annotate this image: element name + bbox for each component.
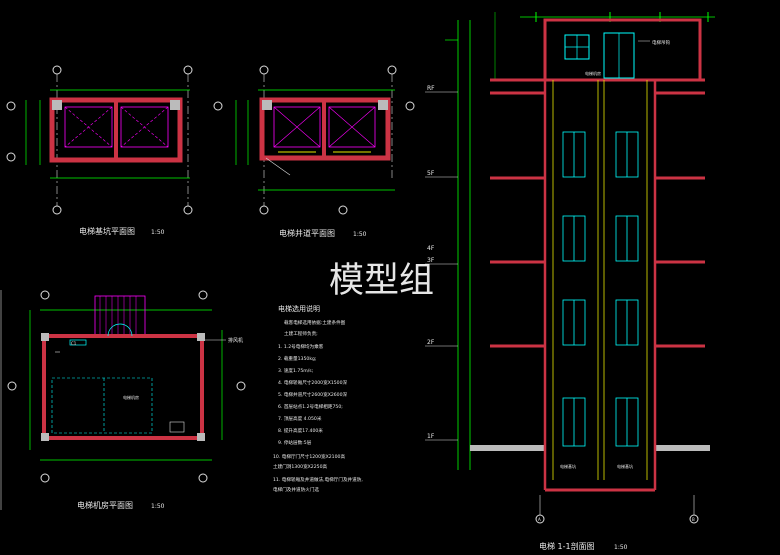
floor-label: 2F [427, 339, 435, 346]
grid-bubble [52, 205, 62, 215]
floor-label: 3F [427, 257, 435, 264]
note-line: 10. 电梯厅门尺寸1200宽X2100高 [273, 453, 345, 460]
machine-room-label: 电梯机房 [123, 394, 139, 400]
note-line: 8. 提升高度17.400米 [278, 427, 323, 434]
pit-plan-scale: 1:50 [151, 229, 165, 236]
machine-room-plan-scale: 1:50 [151, 503, 165, 510]
grid-axis-label: B [692, 517, 695, 522]
floor-label: 1F [427, 433, 435, 440]
floor-label: 5F [427, 170, 435, 177]
note-line: 5. 电梯井道尺寸2600宽X2600深 [278, 391, 348, 398]
grid-bubble [6, 152, 16, 162]
pit-plan: 电梯基坑平面图 1:50 [6, 65, 193, 236]
shaft-plan-title: 电梯井道平面图 [279, 228, 335, 238]
machine-room-plan-title: 电梯机房平面图 [77, 500, 133, 510]
note-line: 1. 1.2号电梯均为乘客 [278, 343, 324, 350]
note-line: 电梯门及井道防火门选 [273, 486, 319, 493]
section-roof-label: 电梯机房 [585, 70, 601, 76]
shaft-plan-scale: 1:50 [353, 231, 367, 238]
grid-bubble [183, 205, 193, 215]
note-line: 载客电梯选用依据:土建条件图 [284, 319, 346, 326]
pit-label-1: 电梯基坑 [560, 463, 576, 469]
note-line: 7. 顶层高度 4.050米 [278, 415, 322, 422]
notes-block: 电梯选用说明 载客电梯选用依据:土建条件图 土建工程师负责; 1. 1.2号电梯… [273, 304, 363, 493]
grid-axis-label: A [538, 517, 541, 522]
grid-bubble [6, 101, 16, 111]
machine-room-plan: C1 电梯机房 排风机 电梯机房平面图 1:50 [7, 290, 246, 510]
grid-bubble [52, 65, 62, 75]
machine-window-label: C1 [71, 341, 77, 346]
notes-title: 电梯选用说明 [278, 304, 320, 313]
section-title: 电梯 1-1剖面图 [539, 541, 595, 551]
hoist-label: 电梯吊钩 [652, 39, 670, 46]
pit-label-2: 电梯基坑 [617, 463, 633, 469]
note-line: 土建工程师负责; [284, 330, 318, 337]
note-line: 3. 速度1.75m/s; [278, 367, 314, 374]
shaft-plan: 电梯井道平面图 1:50 [213, 65, 415, 238]
floor-label: 4F [427, 245, 435, 252]
pit-plan-title: 电梯基坑平面图 [79, 226, 135, 236]
floor-label: RF [427, 85, 435, 92]
note-line: 4. 电梯轿厢尺寸2000宽X1500深 [278, 379, 348, 386]
note-line: 2. 载重量1350kg; [278, 355, 317, 362]
watermark: 模型组 [329, 261, 434, 301]
grid-bubble [183, 65, 193, 75]
note-line: 6. 首层站点1.2号电梯相距750; [278, 403, 343, 410]
note-line: 土建门洞1300宽X2250高 [273, 463, 327, 470]
section-1-1: 电梯机房 电梯吊钩 [425, 12, 715, 551]
grid-bubble-b [689, 514, 699, 524]
pipe-label: 排风机 [228, 337, 243, 344]
grid-bubble-a [535, 514, 545, 524]
note-line: 9. 停站层数:5层 [278, 439, 312, 446]
section-scale: 1:50 [614, 544, 628, 551]
note-line: 11. 电梯轿厢及井道做法,电梯厅门及井道防, [273, 476, 363, 483]
